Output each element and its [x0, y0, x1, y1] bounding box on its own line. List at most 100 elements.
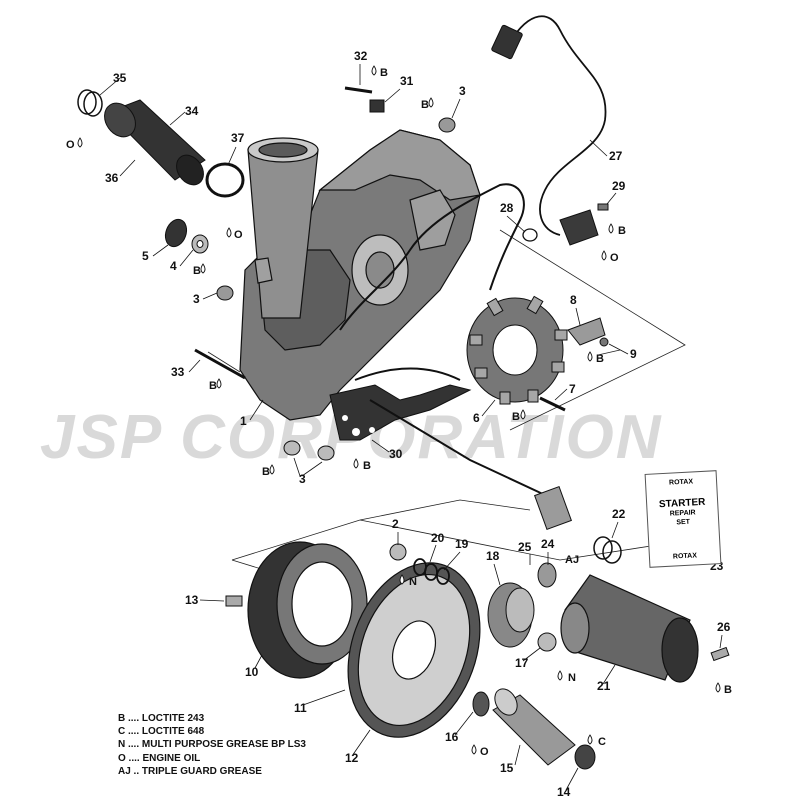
substance-tags: O B B O B B B O B B B B N AJ N B O C [66, 67, 732, 758]
drop-icon [200, 263, 206, 274]
legend-row-aj: AJ .. TRIPLE GUARD GREASE [118, 765, 262, 777]
callout-6: 6 [473, 411, 480, 425]
callout-28: 28 [500, 201, 514, 215]
drop-icon [471, 744, 477, 755]
drop-icon [608, 223, 614, 234]
drop-icon [601, 250, 607, 261]
oil-filler-tube [247, 137, 319, 319]
callout-18: 18 [486, 549, 500, 563]
tag-o-35: O [66, 139, 75, 151]
callout-31: 31 [400, 74, 414, 88]
screw-29 [597, 203, 609, 211]
drop-icon [77, 137, 83, 148]
clamp-37 [205, 162, 245, 198]
leader-lines [99, 64, 723, 791]
tag-b-3-top: B [421, 99, 429, 111]
callout-32: 32 [354, 49, 368, 63]
callout-22: 22 [612, 507, 626, 521]
callout-13: 13 [185, 593, 199, 607]
tag-b-26: B [724, 684, 732, 696]
tag-b-3-bottom-left: B [262, 466, 270, 478]
callout-9: 9 [630, 347, 637, 361]
wire-harness [339, 183, 546, 496]
drop-icon [216, 378, 222, 389]
starter-repair-set-card: ROTAX STARTER REPAIR SET ROTAX [644, 470, 722, 568]
drop-icon [399, 574, 405, 585]
o-rings-22 [593, 536, 622, 564]
seal-ring-35 [77, 89, 103, 117]
plugs-3-bottom [283, 440, 335, 461]
callout-16: 16 [445, 730, 459, 744]
tag-b-33: B [209, 380, 217, 392]
tag-b-7: B [512, 411, 520, 423]
bearing-2 [389, 543, 407, 561]
shaft-15 [492, 688, 576, 766]
drop-icon [353, 458, 359, 469]
washers [413, 558, 450, 585]
tag-o-29: O [610, 252, 619, 264]
drop-icon [428, 97, 434, 108]
drop-icon [587, 734, 593, 745]
ring-28 [522, 228, 538, 242]
callout-24: 24 [541, 537, 555, 551]
speed-sensor-cable [491, 15, 607, 246]
callout-33: 33 [171, 365, 185, 379]
rotax-label-top: ROTAX [668, 478, 694, 487]
callout-15: 15 [500, 761, 514, 775]
bolt-33 [194, 348, 246, 380]
tag-b-9: B [596, 353, 604, 365]
callout-27: 27 [609, 149, 623, 163]
ring-gear [347, 562, 481, 738]
cable-clamp [567, 317, 606, 346]
tag-o-4: O [234, 229, 243, 241]
screw-7 [539, 396, 566, 412]
callout-26: 26 [717, 620, 731, 634]
seal-5 [164, 218, 188, 248]
plug-3-top [438, 117, 456, 133]
callout-1: 1 [240, 414, 247, 428]
tag-b-3-left: B [193, 265, 201, 277]
case-gasket [329, 384, 472, 441]
legend-row-b: B .... LOCTITE 243 [118, 713, 205, 724]
callout-3-top: 3 [459, 84, 466, 98]
bushing-14 [574, 744, 596, 770]
callout-21: 21 [597, 679, 611, 693]
rotax-label-bottom: ROTAX [672, 552, 698, 561]
stator-connector [533, 485, 573, 531]
tag-b-29: B [618, 225, 626, 237]
callout-14: 14 [557, 785, 571, 799]
callout-25: 25 [518, 540, 532, 554]
screw-9 [599, 337, 609, 347]
idler-gear [487, 582, 535, 648]
drop-icons [77, 65, 721, 755]
tag-n-2: N [409, 576, 417, 588]
callout-3-bottom: 3 [299, 472, 306, 486]
legend-row-n: N .... MULTI PURPOSE GREASE BP LS3 [118, 739, 306, 751]
rotor [247, 541, 368, 679]
sensor-plug-31 [369, 99, 385, 113]
legend-row-o: O .... ENGINE OIL [118, 752, 201, 764]
callout-4: 4 [170, 259, 177, 273]
callout-29: 29 [612, 179, 626, 193]
bolt-13 [225, 595, 243, 607]
callout-19: 19 [455, 537, 469, 551]
callout-30: 30 [389, 447, 403, 461]
substance-legend: B .... LOCTITE 243 C .... LOCTITE 648 N … [118, 712, 306, 778]
callout-36: 36 [105, 171, 119, 185]
tag-c-14: C [598, 736, 606, 748]
legend-row-c: C .... LOCTITE 648 [118, 726, 205, 738]
callout-7: 7 [569, 382, 576, 396]
drive-shaft-34 [104, 99, 206, 186]
bolt-32 [344, 86, 373, 94]
drop-icon [269, 464, 275, 475]
bearing-4 [191, 234, 209, 254]
tag-n-17: N [568, 672, 576, 684]
tag-aj-24: AJ [565, 554, 579, 566]
callout-5: 5 [142, 249, 149, 263]
callout-12: 12 [345, 751, 359, 765]
callout-37: 37 [231, 131, 245, 145]
drop-icon [371, 65, 377, 76]
drop-icon [557, 670, 563, 681]
seal-16 [472, 691, 490, 717]
